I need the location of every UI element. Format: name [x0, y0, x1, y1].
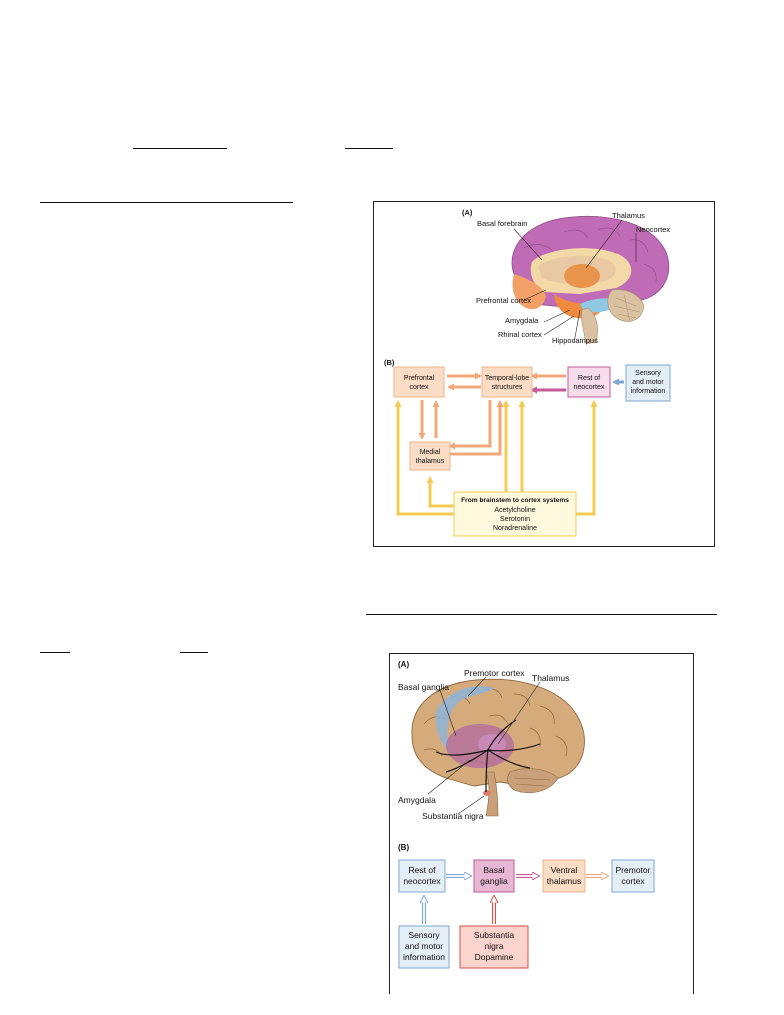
box-sensory-motor-2 [398, 925, 450, 969]
box-basal-line1: Basal [483, 865, 504, 875]
panel-b-arrows-2 [424, 876, 606, 924]
label-substantia-nigra: Substantia nigra [422, 811, 484, 821]
box-ventral-line1: Ventral [551, 865, 578, 875]
label-amygdala-2: Amygdala [398, 795, 436, 805]
box-basal-ganglia [473, 859, 515, 893]
box-sensory2-line3: information [403, 952, 445, 962]
box-sensory-line3: information [631, 388, 666, 395]
box-rest-line1: Rest of [578, 375, 600, 382]
box-temporal-lobe [481, 366, 533, 398]
box-sensory-line1: Sensory [635, 370, 661, 377]
label-basal-ganglia: Basal ganglia [398, 682, 449, 692]
panel-a-label: (A) [462, 208, 473, 217]
box-brainstem-item-2: Serotonin [500, 516, 530, 523]
box-temporal-line1: Temporal-lobe [485, 375, 529, 382]
box-prefrontal-cortex [393, 366, 445, 398]
label-prefrontal-cortex: Prefrontal cortex [476, 296, 531, 305]
brain-lateral-illustration [411, 678, 585, 817]
box-brainstem-systems [453, 491, 577, 537]
box-rest-of-neocortex [567, 366, 611, 398]
label-premotor-cortex: Premotor cortex [464, 668, 525, 678]
box-brainstem-item-3: Noradrenaline [493, 525, 537, 532]
panel-b-label-2: (B) [398, 843, 409, 852]
panel-a-leader-lines [513, 219, 637, 344]
box-sensory2-line1: Sensory [408, 930, 440, 940]
short-underline-1 [40, 652, 70, 653]
box-premotor-line1: Premotor [616, 865, 651, 875]
label-amygdala: Amygdala [505, 316, 539, 325]
box-brainstem-title: From brainstem to cortex systems [461, 497, 569, 504]
box-premotor-cortex [611, 859, 655, 893]
panel-a-leader-lines-2 [427, 676, 541, 815]
box-ventral-thalamus [542, 859, 586, 893]
label-neocortex: Neocortex [636, 225, 670, 234]
heading-underline-1 [133, 148, 227, 149]
brain-sagittal-illustration [511, 215, 670, 345]
box-rest2-line1: Rest of [409, 865, 437, 875]
box-sensory-line2: and motor [632, 379, 664, 386]
box-medial-line1: Medial [420, 449, 441, 456]
label-thalamus: Thalamus [612, 211, 645, 220]
label-hippocampus: Hippocampus [552, 336, 598, 345]
box-sensory-motor [625, 364, 671, 402]
box-sensory2-line2: and motor [405, 941, 443, 951]
box-nigra-line2: nigra [485, 941, 504, 951]
panel-b-label: (B) [384, 358, 395, 367]
box-temporal-line2: structures [492, 384, 523, 391]
box-ventral-line2: thalamus [547, 876, 582, 886]
label-thalamus-2: Thalamus [532, 673, 569, 683]
short-underline-2 [180, 652, 208, 653]
box-medial-thalamus [409, 441, 451, 471]
panel-a-label-2: (A) [398, 660, 409, 669]
label-rhinal-cortex: Rhinal cortex [498, 330, 542, 339]
box-premotor-line2: cortex [621, 876, 645, 886]
box-nigra-line3: Dopamine [475, 952, 514, 962]
box-basal-line2: ganglia [480, 876, 508, 886]
figure-basal-ganglia-svg: (A) Premotor cortex Basal ganglia Thalam… [398, 660, 655, 969]
box-medial-line2: thalamus [416, 458, 445, 465]
box-brainstem-item-1: Acetylcholine [494, 507, 535, 514]
box-nigra-line1: Substantia [474, 930, 514, 940]
figure-basal-ganglia: (A) Premotor cortex Basal ganglia Thalam… [389, 653, 694, 994]
box-rest-line2: neocortex [574, 384, 605, 391]
section-underline-1 [40, 202, 293, 203]
label-basal-forebrain: Basal forebrain [477, 219, 527, 228]
box-rest-of-neocortex-2 [398, 859, 446, 893]
section-underline-2 [366, 614, 717, 615]
heading-underline-2 [345, 148, 393, 149]
panel-b-arrows [394, 372, 624, 516]
figure-limbic-system: (A) Basal forebrain Thalamus Neocortex P… [373, 201, 715, 547]
figure-limbic-svg: (A) Basal forebrain Thalamus Neocortex P… [384, 208, 671, 537]
box-rest2-line2: neocortex [403, 876, 441, 886]
box-substantia-nigra [459, 925, 529, 969]
box-prefrontal-line1: Prefrontal [404, 375, 435, 382]
box-prefrontal-line2: cortex [409, 384, 429, 391]
